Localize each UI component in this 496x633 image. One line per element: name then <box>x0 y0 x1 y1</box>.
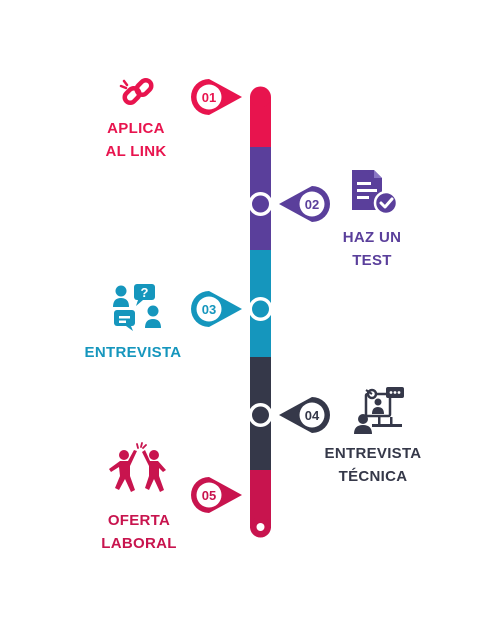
step-number-04: 04 <box>305 408 320 423</box>
step-number-03: 03 <box>202 302 216 317</box>
step-label-3: ENTREVISTA <box>72 341 194 364</box>
timeline-node-3 <box>248 297 273 321</box>
step-label-5-line2: LABORAL <box>101 535 177 552</box>
step-label-1: APLICA AL LINK <box>88 117 184 163</box>
step-label-4-line2: TÉCNICA <box>338 468 408 485</box>
step-label-1-line2: AL LINK <box>105 143 167 160</box>
step-label-4: ENTREVISTA TÉCNICA <box>312 442 434 488</box>
step-marker-04: 04 <box>279 397 330 433</box>
link-icon <box>119 77 154 106</box>
step-number-02: 02 <box>305 197 319 212</box>
celebration-high-five-icon <box>109 442 166 492</box>
step-marker-05: 05 <box>191 477 242 513</box>
test-document-icon <box>352 170 399 216</box>
step-label-1-line1: APLICA <box>107 120 165 137</box>
step-label-5-line1: OFERTA <box>107 512 171 529</box>
timeline-segment-1 <box>250 97 271 147</box>
step-label-2: HAZ UN TEST <box>322 226 422 272</box>
step-label-3-line1: ENTREVISTA <box>84 344 182 361</box>
interview-people-icon: ? <box>113 284 161 331</box>
svg-text:?: ? <box>141 285 149 300</box>
step-label-4-line1: ENTREVISTA <box>324 445 422 462</box>
timeline-node-2 <box>248 192 273 216</box>
step-marker-03: 03 <box>191 291 242 327</box>
step-marker-01: 01 <box>191 79 242 115</box>
step-label-2-line1: HAZ UN <box>342 229 402 246</box>
timeline-node-4 <box>248 403 273 427</box>
video-call-icon <box>354 387 404 434</box>
timeline-start-node <box>250 86 271 108</box>
timeline-segment-5 <box>250 470 271 528</box>
step-label-2-line2: TEST <box>352 252 392 269</box>
step-label-5: OFERTA LABORAL <box>86 509 192 555</box>
step-number-05: 05 <box>202 488 216 503</box>
step-number-01: 01 <box>202 90 216 105</box>
step-marker-02: 02 <box>279 186 330 222</box>
